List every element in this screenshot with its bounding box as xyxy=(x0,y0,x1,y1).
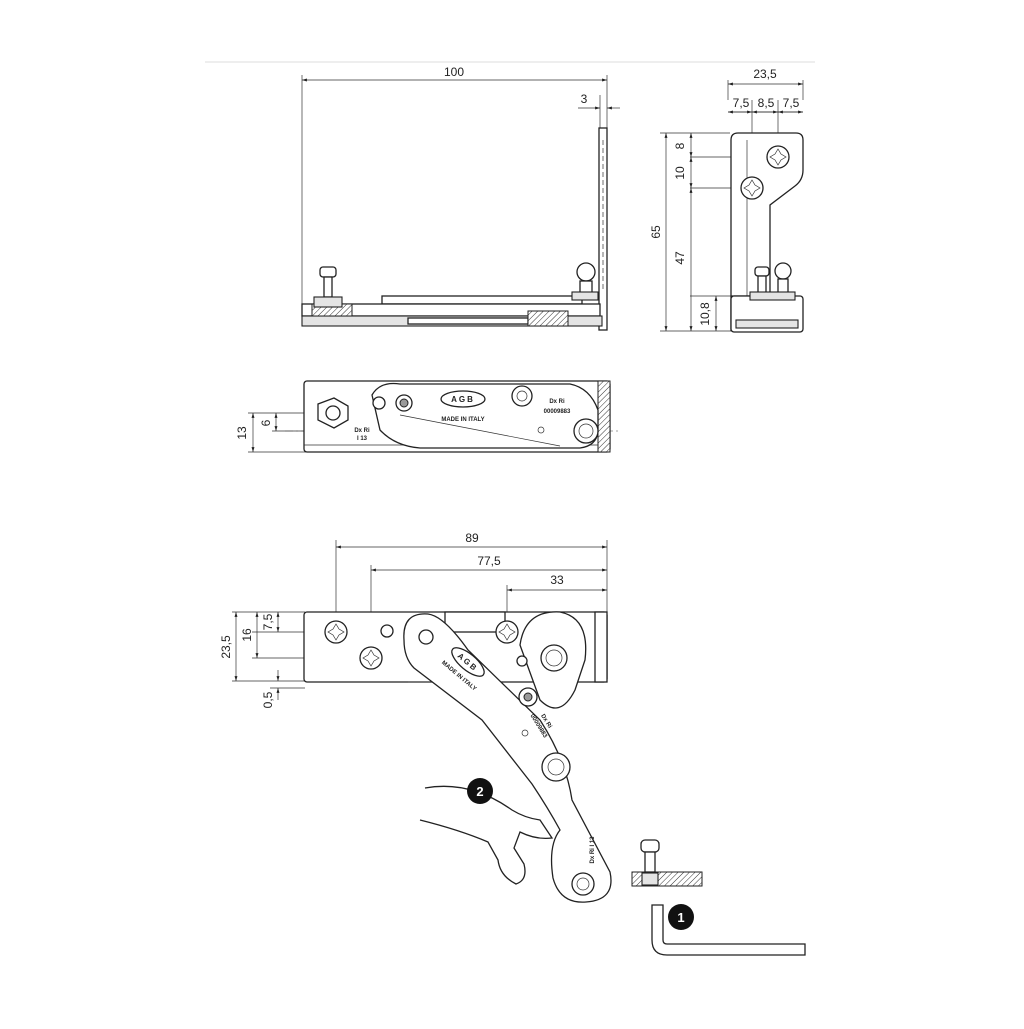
open-torx-3-star xyxy=(498,623,516,641)
dim-seg-mid-label: 8,5 xyxy=(758,96,775,110)
base-upper-plate xyxy=(381,295,583,305)
dim-7-5-open-label: 7,5 xyxy=(261,613,275,630)
open-torx-1 xyxy=(324,620,348,644)
dim-47-label: 47 xyxy=(673,251,687,265)
open-arm-mark-group: Dx Ri I 13 xyxy=(590,836,596,864)
open-lever-pin xyxy=(516,655,528,667)
plan-agb-logo: AGB xyxy=(440,390,486,408)
open-torx-2 xyxy=(359,646,383,670)
open-base-end xyxy=(594,611,608,683)
plan-hex-bore xyxy=(325,405,341,421)
plan-arm xyxy=(371,382,599,449)
dim-65-label: 65 xyxy=(649,225,663,239)
base-section xyxy=(527,310,569,327)
open-torx-1-star xyxy=(327,623,345,641)
open-arm-lower-pivot-core xyxy=(547,758,565,776)
dim-seg-right-label: 7,5 xyxy=(783,96,800,110)
step-1-badge xyxy=(668,904,694,930)
dim-33-label: 33 xyxy=(550,573,564,587)
wrench-outline xyxy=(419,785,554,885)
open-arm-bottom-nut xyxy=(571,872,595,896)
dim-10-8-label: 10,8 xyxy=(698,302,712,326)
dim-23-5-label: 23,5 xyxy=(753,67,777,81)
open-lever-pivot xyxy=(540,644,568,672)
left-screw-nut xyxy=(313,296,343,308)
open-main-arm xyxy=(403,613,612,903)
plan-arm-diagonal xyxy=(399,414,561,447)
open-arm-bottom-bore xyxy=(576,877,590,891)
left-screw-shaft xyxy=(323,276,333,298)
plan-code: 00009883 xyxy=(544,409,571,415)
dim-100-label: 100 xyxy=(444,65,464,79)
top-view: 100 3 xyxy=(301,65,620,331)
plan-mark-bottom: I 13 xyxy=(357,436,368,442)
side-screw-head xyxy=(754,266,770,277)
plan-rivet-1-core xyxy=(399,398,409,408)
plan-pivot xyxy=(573,418,599,444)
open-torx-2-star xyxy=(362,649,380,667)
open-view: 89 77,5 33 8 23,5 16 7,5 0,5 xyxy=(219,531,612,903)
plan-end-cap xyxy=(597,380,611,453)
dim-10-label: 10 xyxy=(673,166,687,180)
open-arm-rivet-core xyxy=(523,692,533,702)
dim-16-label: 16 xyxy=(240,628,254,642)
detail-screw-shaft xyxy=(644,851,656,873)
base-slot xyxy=(407,317,529,325)
open-arm-lower-pivot xyxy=(541,752,571,782)
dim-0-5-label: 0,5 xyxy=(261,691,275,708)
plan-logo-text: AGB xyxy=(451,395,475,404)
dim-89-label: 89 xyxy=(465,531,479,545)
allen-key xyxy=(651,904,806,956)
torx-hole-upper xyxy=(766,145,790,169)
dim-seg-left-label: 7,5 xyxy=(733,96,750,110)
plan-rivet-2 xyxy=(511,385,533,407)
allen-key-illustration: 1 xyxy=(631,839,806,956)
dim-23-5-open-label: 23,5 xyxy=(219,635,233,659)
dim-77-5-label: 77,5 xyxy=(477,554,501,568)
torx-hole-lower xyxy=(740,176,764,200)
step-2-label: 2 xyxy=(476,784,483,799)
plan-small-screw xyxy=(537,426,545,434)
plan-side-mark: Dx Ri xyxy=(549,399,565,405)
open-arm-pivot xyxy=(418,629,434,645)
side-stud-base xyxy=(749,291,796,301)
detail-screw-head xyxy=(640,839,660,853)
step-2-badge xyxy=(467,778,493,804)
right-ball-stud xyxy=(576,262,596,282)
open-arm-mark: Dx Ri I 13 xyxy=(590,836,596,864)
step-1-label: 1 xyxy=(677,910,684,925)
side-view: 23,5 7,5 8,5 7,5 65 8 10 47 10,8 xyxy=(649,67,804,333)
open-torx-3 xyxy=(495,620,519,644)
open-lever-pivot-core xyxy=(545,649,563,667)
plan-pivot-core xyxy=(578,423,594,439)
plan-view: 13 6 AGB MADE IN ITALY Dx Ri 00009883 xyxy=(235,380,620,453)
plan-rivet-2-core xyxy=(516,390,528,402)
wrench-illustration: 2 xyxy=(419,778,554,885)
dim-8-label: 8 xyxy=(673,142,687,149)
plan-pin-left xyxy=(372,396,386,410)
open-arm-small-screw xyxy=(521,729,529,737)
plan-logo-oval xyxy=(440,390,486,408)
torx-star-upper xyxy=(769,148,787,166)
plan-mark-top: Dx Ri xyxy=(354,428,370,434)
plan-made-in: MADE IN ITALY xyxy=(441,417,484,423)
dim-6-label: 6 xyxy=(259,419,273,426)
detail-screw-nut xyxy=(641,872,659,886)
open-arm-logo-oval xyxy=(451,647,485,677)
torx-star-lower xyxy=(743,179,761,197)
dim-3-label: 3 xyxy=(581,92,588,106)
side-ball-stud xyxy=(774,262,792,280)
left-screw-head xyxy=(319,266,337,278)
right-stud-base xyxy=(571,291,599,301)
dim-13-label: 13 xyxy=(235,426,249,440)
side-base-slot xyxy=(735,319,799,329)
open-small-pin xyxy=(380,624,394,638)
